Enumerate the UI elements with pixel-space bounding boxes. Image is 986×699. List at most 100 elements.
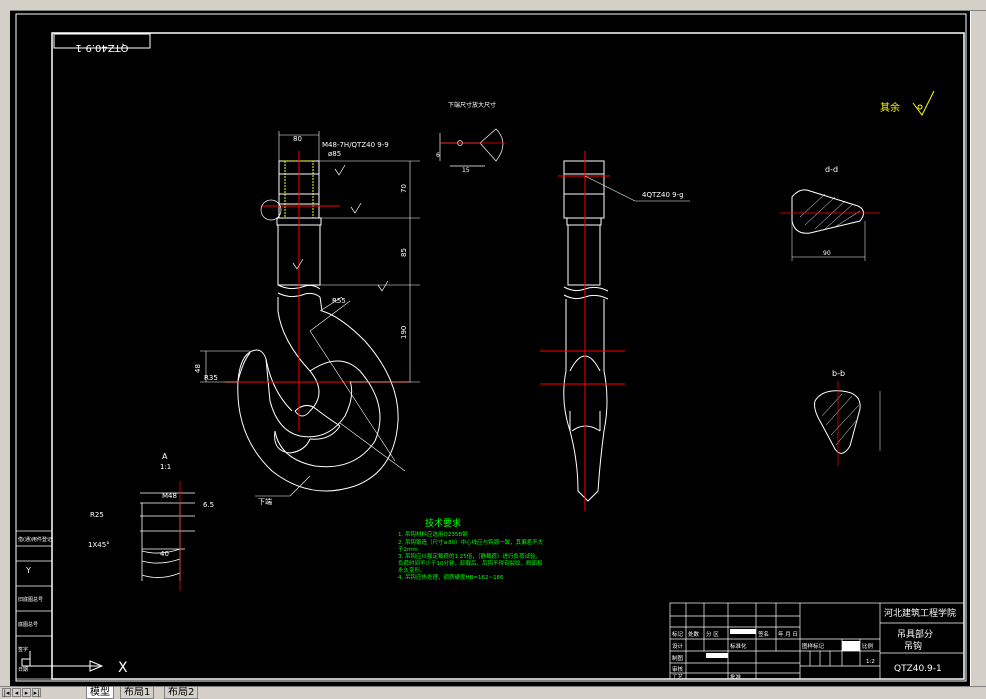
left-strip-text: 借(通)用件登记 旧底图总号 底图总号 签字 日期	[18, 536, 52, 673]
detail-a-view	[140, 492, 195, 581]
svg-text:吊具部分: 吊具部分	[897, 628, 933, 640]
svg-text:旧底图总号: 旧底图总号	[18, 596, 43, 603]
svg-text:70: 70	[400, 184, 408, 193]
hook-dimension-lines	[200, 131, 420, 497]
rest-roughness-label: 其余	[880, 101, 900, 114]
sheet-inner-border	[51, 32, 965, 680]
svg-text:90: 90	[823, 250, 831, 257]
title-block-fill-2	[706, 653, 728, 658]
svg-text:分 区: 分 区	[706, 630, 719, 638]
svg-text:1X45°: 1X45°	[88, 541, 110, 549]
title-block-small-text: 标记 处数 分 区 签名 年 月 日 设计 标准化 制图 审核 工艺 批准 图样…	[672, 630, 875, 681]
svg-text:下端: 下端	[258, 497, 272, 506]
tech-req-lines: 1. 吊钩材料应选用Q235B钢 2. 吊钩锻造（尺寸≥80）中心线应与钩颈一致…	[398, 530, 544, 581]
svg-text:制图: 制图	[672, 654, 684, 662]
ucs-y-label: Y	[25, 566, 31, 575]
svg-text:设计: 设计	[672, 642, 684, 650]
layout-tab-bar: |◂ ◂ ▸ ▸| 模型 布局1 布局2	[0, 686, 986, 699]
tab-next-icon[interactable]: ▸	[22, 688, 31, 697]
detail-scale: 1:1	[160, 463, 171, 471]
title-block-fill-3	[842, 641, 860, 651]
svg-text:48: 48	[194, 364, 202, 373]
roughness-circle-icon	[917, 104, 923, 110]
svg-text:审核: 审核	[672, 665, 684, 673]
small-detail-view	[439, 128, 504, 167]
svg-text:R35: R35	[204, 374, 218, 382]
roughness-symbol-icon	[912, 90, 935, 116]
svg-text:1. 吊钩材料应选用Q235B钢: 1. 吊钩材料应选用Q235B钢	[398, 530, 468, 538]
svg-text:M48-7H/QTZ40 9-9: M48-7H/QTZ40 9-9	[322, 141, 389, 149]
svg-text:40: 40	[160, 550, 169, 558]
svg-text:于2mm: 于2mm	[398, 546, 418, 553]
ucs-icon	[21, 651, 104, 672]
svg-text:批准: 批准	[730, 673, 742, 681]
svg-text:2. 吊钩锻造（尺寸≥80）中心线应与钩颈一致，其偏差不大: 2. 吊钩锻造（尺寸≥80）中心线应与钩颈一致，其偏差不大	[398, 538, 544, 546]
svg-text:80: 80	[293, 135, 302, 143]
svg-text:标记: 标记	[672, 630, 684, 638]
svg-text:R55: R55	[332, 297, 346, 305]
svg-text:吊钩: 吊钩	[904, 640, 922, 652]
svg-text:重量: 重量	[844, 642, 856, 650]
side-dimension-lines	[584, 175, 690, 202]
tab-layout2[interactable]: 布局2	[164, 687, 199, 699]
svg-text:日期: 日期	[18, 667, 28, 673]
svg-text:3. 吊钩应以额定载荷的1.25倍，（静载荷）进行负荷试验，: 3. 吊钩应以额定载荷的1.25倍，（静载荷）进行负荷试验，	[398, 552, 541, 560]
side-centerlines	[540, 151, 625, 511]
svg-text:借(通)用件登记: 借(通)用件登记	[18, 536, 52, 543]
side-thread-label: 4QTZ40 9-g	[642, 191, 684, 199]
cad-drawing: QTZ40.9-1 其余	[15, 13, 967, 682]
tab-first-icon[interactable]: |◂	[2, 688, 11, 697]
svg-text:负荷时间不少于10分钟，卸载后，吊钩不得有裂纹，断面和: 负荷时间不少于10分钟，卸载后，吊钩不得有裂纹，断面和	[398, 559, 543, 567]
svg-text:比例: 比例	[862, 642, 874, 650]
tab-last-icon[interactable]: ▸|	[32, 688, 41, 697]
tab-model[interactable]: 模型	[86, 687, 114, 699]
svg-text:工艺: 工艺	[672, 674, 684, 681]
svg-text:底图总号: 底图总号	[18, 621, 38, 628]
left-gutter	[0, 10, 10, 687]
small-detail-d6: 6	[436, 152, 440, 159]
small-detail-d15: 15	[462, 167, 470, 174]
title-block-fill-1	[730, 629, 756, 634]
detail-a-dims: M48 40 6.5 R25 1X45°	[88, 492, 214, 558]
small-detail-title: 下端尺寸放大尺寸	[448, 101, 496, 109]
hook-side-view	[563, 160, 609, 502]
hook-front-view	[237, 160, 399, 492]
view-bb-label: b-b	[832, 369, 845, 378]
ucs-x-label: X	[118, 660, 128, 676]
mirrored-number-box	[53, 33, 151, 49]
sheet-outer-border	[15, 13, 967, 682]
top-toolbar-edge	[0, 0, 986, 11]
svg-text:4. 吊钩应热处理，调质硬度HB=162~186: 4. 吊钩应热处理，调质硬度HB=162~186	[398, 573, 504, 581]
svg-text:年 月 日: 年 月 日	[778, 630, 798, 638]
svg-text:M48: M48	[162, 492, 177, 500]
svg-text:签字: 签字	[18, 646, 28, 653]
mirrored-drawing-number: QTZ40.9-1	[75, 42, 128, 53]
tab-prev-icon[interactable]: ◂	[12, 688, 21, 697]
section-bb	[814, 381, 881, 466]
drawing-canvas[interactable]: QTZ40.9-1 其余	[10, 11, 986, 686]
view-dd-label: d-d	[825, 165, 838, 174]
svg-text:6.5: 6.5	[203, 501, 214, 509]
tab-layout1[interactable]: 布局1	[120, 687, 155, 699]
vertical-scrollbar[interactable]	[970, 11, 986, 687]
svg-text:标准化: 标准化	[730, 642, 747, 650]
section-dd: 90	[780, 189, 880, 261]
svg-text:签名: 签名	[758, 630, 769, 638]
svg-text:190: 190	[400, 326, 408, 339]
svg-text:R25: R25	[90, 511, 104, 519]
hook-roughness-marks	[260, 164, 389, 292]
tech-req-title: 技术要求	[425, 517, 461, 529]
hook-dimension-text: M48-7H/QTZ40 9-9 ø85 80 70 85 190 48 R35…	[194, 135, 408, 506]
svg-text:1:2: 1:2	[866, 659, 875, 665]
svg-text:处数: 处数	[688, 630, 700, 638]
svg-text:河北建筑工程学院: 河北建筑工程学院	[884, 607, 956, 619]
svg-text:85: 85	[400, 248, 408, 257]
svg-text:图样标记: 图样标记	[802, 642, 825, 650]
title-block-main-text: 河北建筑工程学院 吊具部分 吊钩 QTZ40.9-1	[884, 607, 956, 674]
svg-text:QTZ40.9-1: QTZ40.9-1	[894, 664, 942, 674]
svg-text:永久变形。: 永久变形。	[398, 566, 426, 574]
svg-text:ø85: ø85	[328, 150, 341, 158]
detail-label: A	[162, 452, 168, 461]
hook-section-lines	[309, 300, 396, 462]
left-register-strip	[15, 530, 53, 680]
